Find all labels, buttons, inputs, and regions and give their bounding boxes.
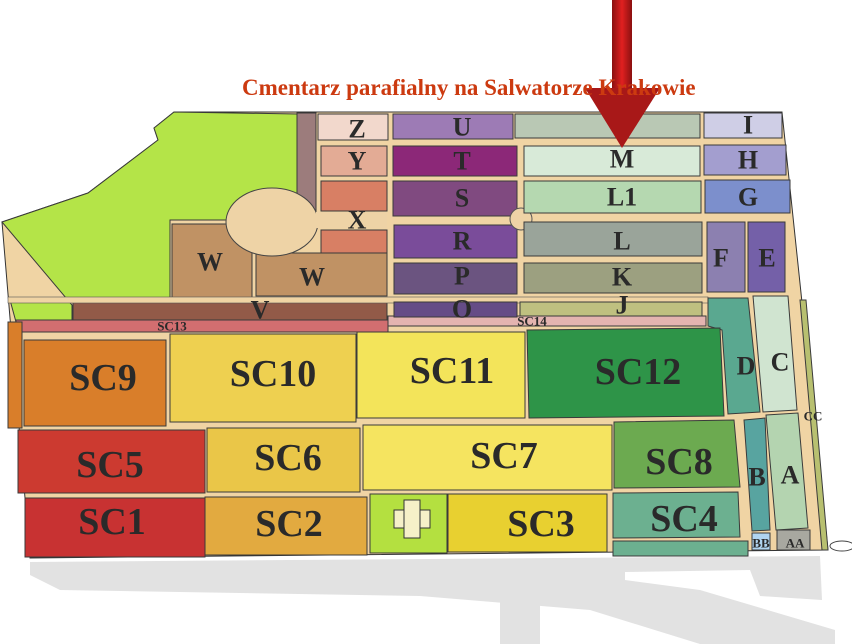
section-sc4-strip <box>612 540 749 557</box>
logo-badge <box>829 540 852 552</box>
label-a: A <box>781 461 800 490</box>
label-z: Z <box>348 115 365 144</box>
section-sc2[interactable] <box>204 496 368 556</box>
olive-strip <box>799 299 829 551</box>
section-t[interactable] <box>392 145 518 177</box>
label-u: U <box>453 113 472 142</box>
label-w-right: W <box>299 263 325 292</box>
label-r: R <box>453 227 472 256</box>
section-sc3[interactable] <box>447 493 608 553</box>
section-bb[interactable] <box>751 532 771 551</box>
label-i: I <box>743 111 753 140</box>
section-d[interactable] <box>707 297 761 415</box>
section-aa[interactable] <box>776 529 811 551</box>
section-sc4[interactable] <box>612 491 741 539</box>
label-sc10: SC10 <box>230 353 317 395</box>
section-g[interactable] <box>704 179 791 214</box>
section-m[interactable] <box>523 145 701 177</box>
label-sc1: SC1 <box>78 501 146 543</box>
label-sc4: SC4 <box>650 498 718 540</box>
section-sc8[interactable] <box>613 419 741 489</box>
section-j[interactable] <box>519 301 703 317</box>
section-o[interactable] <box>393 301 518 318</box>
label-sc12: SC12 <box>595 351 682 393</box>
label-e: E <box>758 244 775 273</box>
section-c[interactable] <box>752 295 798 413</box>
street-outline <box>30 556 835 644</box>
label-j: J <box>616 291 629 320</box>
section-b[interactable] <box>743 417 771 532</box>
section-p[interactable] <box>393 262 518 295</box>
section-sc6[interactable] <box>206 427 361 493</box>
label-g: G <box>738 183 758 212</box>
section-sc10[interactable] <box>169 333 357 423</box>
label-x: X <box>348 206 367 235</box>
section-l1[interactable] <box>523 180 702 214</box>
label-p: P <box>454 262 470 291</box>
section-a[interactable] <box>765 412 809 531</box>
road-x <box>316 212 387 228</box>
label-l: L <box>613 227 630 256</box>
section-s[interactable] <box>392 180 518 217</box>
section-v[interactable] <box>72 301 388 321</box>
label-v: V <box>251 296 270 325</box>
section-sc5[interactable] <box>17 429 206 494</box>
section-k[interactable] <box>523 262 703 294</box>
label-sc5: SC5 <box>76 444 144 486</box>
label-cc: CC <box>804 409 823 424</box>
label-s: S <box>455 184 469 213</box>
section-sc11[interactable] <box>356 331 526 419</box>
section-f[interactable] <box>706 221 746 293</box>
label-sc13: SC13 <box>157 319 187 334</box>
label-bb: BB <box>752 536 770 551</box>
label-sc2: SC2 <box>255 503 323 545</box>
section-e[interactable] <box>747 221 786 293</box>
section-l[interactable] <box>523 221 703 257</box>
label-sc8: SC8 <box>645 441 713 483</box>
label-aa: AA <box>786 536 805 551</box>
label-sc3: SC3 <box>507 503 575 545</box>
tomb-icon <box>393 499 431 539</box>
label-sc14: SC14 <box>517 314 547 329</box>
orange-strip <box>7 321 23 429</box>
label-h: H <box>738 146 758 175</box>
label-f: F <box>713 244 729 273</box>
label-y: Y <box>348 147 367 176</box>
label-d: D <box>737 352 756 381</box>
location-arrow-icon <box>585 0 660 148</box>
label-m: M <box>610 145 635 174</box>
label-l1: L1 <box>607 183 637 212</box>
label-sc7: SC7 <box>470 435 538 477</box>
section-r[interactable] <box>393 224 518 259</box>
section-sc13[interactable] <box>15 319 389 333</box>
section-sc9[interactable] <box>23 339 167 427</box>
label-w-left: W <box>197 248 223 277</box>
section-h[interactable] <box>703 144 787 176</box>
label-c: C <box>771 348 790 377</box>
label-sc11: SC11 <box>410 350 494 392</box>
section-sc12[interactable] <box>526 327 725 419</box>
section-u[interactable] <box>392 113 514 140</box>
label-b: B <box>748 463 765 492</box>
section-sc7[interactable] <box>362 424 613 491</box>
chapel-circle <box>225 187 319 257</box>
section-i[interactable] <box>703 112 783 139</box>
label-sc9: SC9 <box>69 357 137 399</box>
section-x-top[interactable] <box>320 180 388 212</box>
label-t: T <box>453 147 470 176</box>
label-sc6: SC6 <box>254 437 322 479</box>
section-w-right[interactable] <box>255 252 388 297</box>
label-k: K <box>612 263 633 292</box>
label-o: O <box>452 295 472 324</box>
section-z[interactable] <box>317 113 389 141</box>
map-title: Cmentarz parafialny na Salwatorze Krakow… <box>242 75 696 100</box>
section-y[interactable] <box>320 145 388 177</box>
section-sc1[interactable] <box>24 497 206 558</box>
